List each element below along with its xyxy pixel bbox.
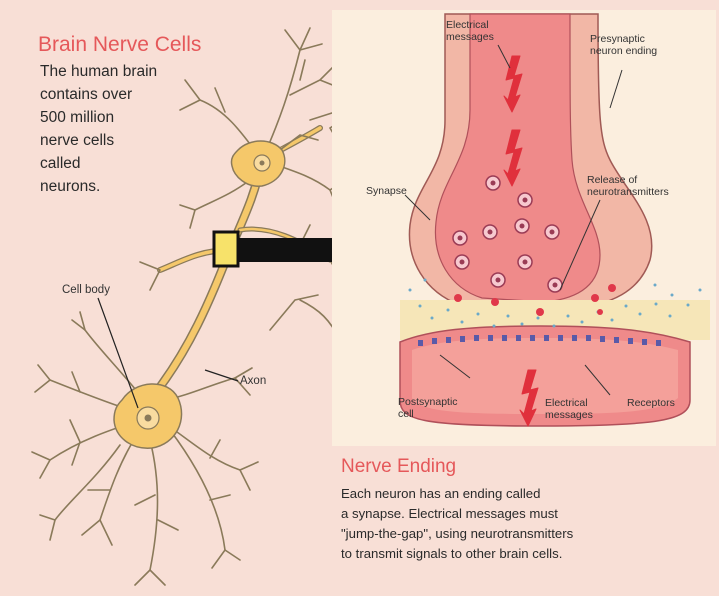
presynaptic-label: Presynaptic neuron ending <box>590 33 657 57</box>
label-line: Release of <box>587 174 669 186</box>
nerve-ending-line: to transmit signals to other brain cells… <box>341 544 573 564</box>
label-line: neurotransmitters <box>587 186 669 198</box>
label-line: Postsynaptic <box>398 396 458 408</box>
synapse-label: Synapse <box>366 185 407 197</box>
release-label: Release of neurotransmitters <box>587 174 669 198</box>
lower-cell-body <box>114 384 182 448</box>
brain-description-line: neurons. <box>40 175 157 198</box>
electrical-messages-top-label: Electrical messages <box>446 19 494 43</box>
postsynaptic-label: Postsynaptic cell <box>398 396 458 420</box>
nerve-ending-line: "jump-the-gap", using neurotransmitters <box>341 524 573 544</box>
brain-description-line: The human brain <box>40 60 157 83</box>
nerve-ending-line: Each neuron has an ending called <box>341 484 573 504</box>
electrical-messages-bottom-label: Electrical messages <box>545 397 593 421</box>
upper-cell-body <box>231 141 284 186</box>
receptors-label: Receptors <box>627 397 675 409</box>
nerve-ending-description: Each neuron has an ending called a synap… <box>341 484 573 564</box>
brain-description-line: nerve cells <box>40 129 157 152</box>
cell-body-label: Cell body <box>62 284 110 296</box>
label-line: messages <box>545 409 593 421</box>
label-line: Electrical <box>545 397 593 409</box>
nerve-ending-title: Nerve Ending <box>341 456 456 478</box>
brain-description-line: contains over <box>40 83 157 106</box>
label-line: neuron ending <box>590 45 657 57</box>
axon-label: Axon <box>240 375 266 387</box>
synapse-inset <box>332 10 716 446</box>
brain-title: Brain Nerve Cells <box>38 33 201 57</box>
label-line: Presynaptic <box>590 33 657 45</box>
label-line: Electrical <box>446 19 494 31</box>
brain-description-line: 500 million <box>40 106 157 129</box>
brain-description: The human brain contains over 500 millio… <box>40 60 157 198</box>
nerve-ending-line: a synapse. Electrical messages must <box>341 504 573 524</box>
label-line: cell <box>398 408 458 420</box>
brain-description-line: called <box>40 152 157 175</box>
label-line: messages <box>446 31 494 43</box>
